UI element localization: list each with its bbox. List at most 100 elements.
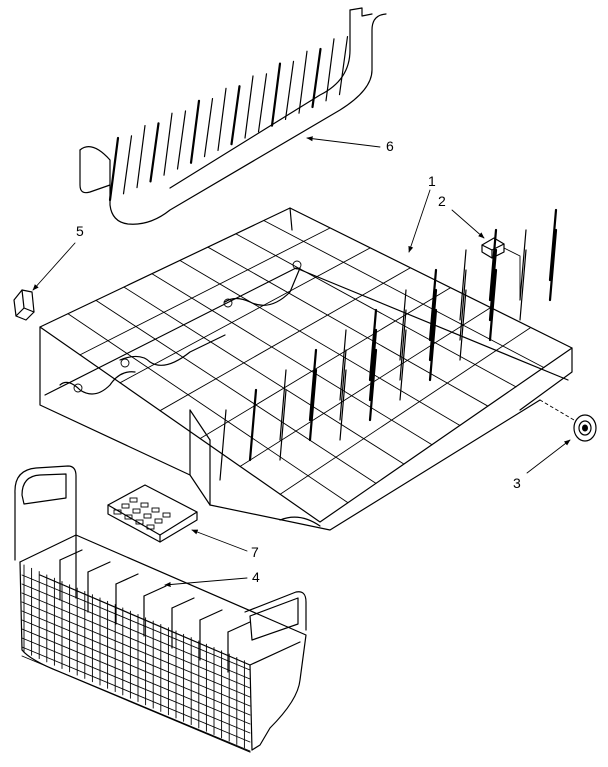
tray-hole [151, 507, 160, 513]
rack-tine [279, 389, 287, 461]
basket-divider [87, 561, 111, 573]
leader-4 [164, 577, 248, 588]
rack-rib [67, 313, 349, 504]
basket-divider [171, 597, 195, 609]
tine [244, 75, 254, 139]
rack-rib [123, 286, 405, 465]
rack-rib [151, 273, 433, 446]
leader-2 [451, 209, 485, 239]
tine [122, 135, 133, 195]
tine [325, 38, 335, 102]
rack-tine [399, 309, 407, 381]
rack-tine [488, 268, 498, 342]
tray-hole [124, 514, 133, 520]
rack-rib [207, 246, 489, 407]
tine [230, 85, 241, 146]
rack-tine [308, 368, 318, 442]
basket-bar [21, 583, 251, 680]
tine [176, 110, 187, 170]
callout-6: 6 [386, 138, 394, 154]
rack-tine [488, 228, 498, 302]
rack-tine [279, 369, 287, 441]
rack-rib [119, 247, 371, 384]
callout-4: 4 [252, 569, 260, 585]
tine [163, 112, 173, 176]
tine [338, 35, 349, 96]
basket-bar [21, 637, 251, 734]
part-3-wheel [539, 399, 597, 442]
basket-divider [227, 621, 251, 633]
rack-rib [199, 287, 451, 440]
part-5-stop-clip [13, 289, 35, 321]
tine [257, 73, 268, 133]
rack-rib [263, 220, 545, 369]
tine [189, 99, 201, 164]
rack-rib [179, 260, 461, 426]
rack-tine [339, 329, 347, 401]
rack-tine [399, 329, 407, 401]
rack-tine [428, 288, 438, 362]
callout-3: 3 [513, 475, 521, 491]
tine [298, 50, 308, 114]
rack-tine [368, 308, 378, 382]
rack-tine [339, 369, 347, 441]
tine [149, 122, 160, 183]
leader-5 [32, 242, 76, 291]
leader-7 [191, 529, 248, 552]
tray-hole [135, 519, 144, 525]
basket-divider [59, 549, 83, 561]
basket-divider [143, 585, 167, 597]
callout-2: 2 [438, 193, 446, 209]
rack-rib [159, 267, 411, 412]
basket-bar [21, 592, 251, 689]
part-6-tine-row [79, 7, 387, 225]
tine [284, 60, 295, 121]
basket-bar [21, 655, 251, 752]
tray-hole [132, 508, 141, 514]
tine [108, 136, 120, 202]
rack-tine [519, 249, 527, 321]
callout-labels: 1 2 3 4 5 6 7 [76, 138, 521, 585]
rack-tine [219, 409, 227, 481]
callout-5: 5 [76, 223, 84, 239]
rack-tine [399, 289, 407, 361]
rack-tine [459, 269, 467, 341]
rack-tine [548, 208, 558, 282]
tray-hole [162, 512, 171, 518]
tine [311, 47, 322, 109]
basket-bar [21, 574, 251, 671]
tine [203, 97, 214, 158]
rack-tine [339, 349, 347, 421]
rack-tine [368, 348, 378, 422]
basket-bar [21, 601, 251, 698]
tray-hole [146, 524, 155, 530]
leader-3 [526, 439, 571, 474]
basket-divider [115, 573, 139, 585]
tray-hole [121, 503, 130, 509]
tine [217, 87, 227, 151]
rack-tine [428, 308, 438, 382]
tine [136, 124, 146, 189]
rack-tine [459, 249, 467, 321]
leader-1 [408, 189, 431, 253]
rack-tine [308, 348, 318, 422]
tray-hole [140, 502, 149, 508]
basket-bar [21, 628, 251, 725]
basket-bar [21, 619, 251, 716]
rack-rib [239, 307, 491, 467]
part-1-lower-rack [39, 207, 573, 531]
tray-hole [154, 518, 163, 524]
rack-tine [248, 388, 258, 462]
callout-7: 7 [251, 544, 259, 560]
rack-rib [79, 227, 331, 356]
rack-tine [488, 248, 498, 322]
basket-divider [199, 609, 223, 621]
rack-rib [95, 299, 377, 484]
rack-tine [459, 289, 467, 361]
rack-tine [519, 229, 527, 301]
basket-bar [21, 646, 251, 743]
part-7-insert-tray [107, 484, 198, 543]
tray-hole [143, 513, 152, 519]
rack-tine [368, 328, 378, 402]
